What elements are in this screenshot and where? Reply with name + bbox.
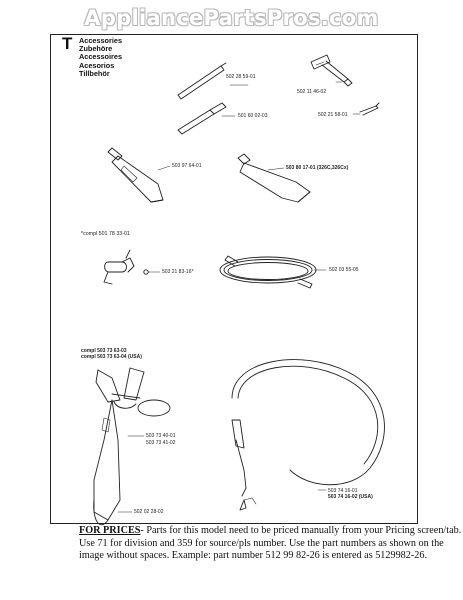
pricing-note: FOR PRICES- Parts for this model need to… <box>79 525 461 563</box>
title-french: Accessoires <box>79 52 123 62</box>
pricing-note-line2: Use 71 for division and 359 for source/p… <box>79 537 444 549</box>
part-label-4: 502 21 58-01 <box>318 112 348 118</box>
title-swedish: Tillbehör <box>79 68 110 78</box>
part-label-12: 503 74 16-01 <box>328 488 358 494</box>
part-label-compl-b: compl 503 73 63-04 (USA) <box>81 354 142 360</box>
part-label-compl-top: *compl 501 78 33-01 <box>81 231 130 237</box>
part-label-9: 503 73 40-01 <box>146 433 176 439</box>
part-label-8: 502 03 55-05 <box>329 267 359 273</box>
scraper-drawing <box>177 102 236 135</box>
watermark: AppliancePartsPros.com <box>84 6 379 30</box>
pricing-note-line1: - Parts for this model need to be priced… <box>140 525 462 536</box>
part-label-1: 502 28 59-01 <box>226 74 256 80</box>
grease-tube-drawing <box>107 147 171 203</box>
oil-tube-drawing <box>237 153 311 203</box>
hex-key-drawing <box>352 102 380 116</box>
pricing-note-lead: FOR PRICES <box>79 525 141 536</box>
part-label-7: 503 21 83-16* <box>162 269 194 275</box>
part-label-5: 503 97 64-01 <box>172 163 202 169</box>
part-label-10: 503 73 41-02 <box>146 440 176 446</box>
part-label-6: 503 80 17-01 (326C,326Cx) <box>286 165 349 171</box>
file-drawing <box>177 62 249 100</box>
section-letter: T <box>62 34 73 53</box>
part-label-11: 502 02 28-02 <box>134 509 164 515</box>
title-german: Zubehöre <box>79 44 113 54</box>
coil-cable-drawing <box>219 255 327 289</box>
part-label-2: 502 11 46-02 <box>297 89 327 95</box>
part-label-13: 503 74 16-02 (USA) <box>328 494 373 500</box>
title-spanish: Acesorios <box>79 60 115 70</box>
strap-drawing <box>231 359 385 511</box>
part-label-3: 501 60 02-03 <box>238 113 268 119</box>
wrench-drawing <box>310 54 353 87</box>
pricing-note-line3: image without spaces. Example: part numb… <box>79 550 427 562</box>
clamp-drawing <box>103 249 161 285</box>
title-english: Accessories <box>79 36 123 45</box>
harness-drawing <box>93 367 171 526</box>
diagram-frame <box>50 34 418 524</box>
part-label-compl-a: compl 503 73 63-03 <box>81 348 127 354</box>
section-titles: Accessories Zubehöre Accessoires Acesori… <box>79 36 123 78</box>
